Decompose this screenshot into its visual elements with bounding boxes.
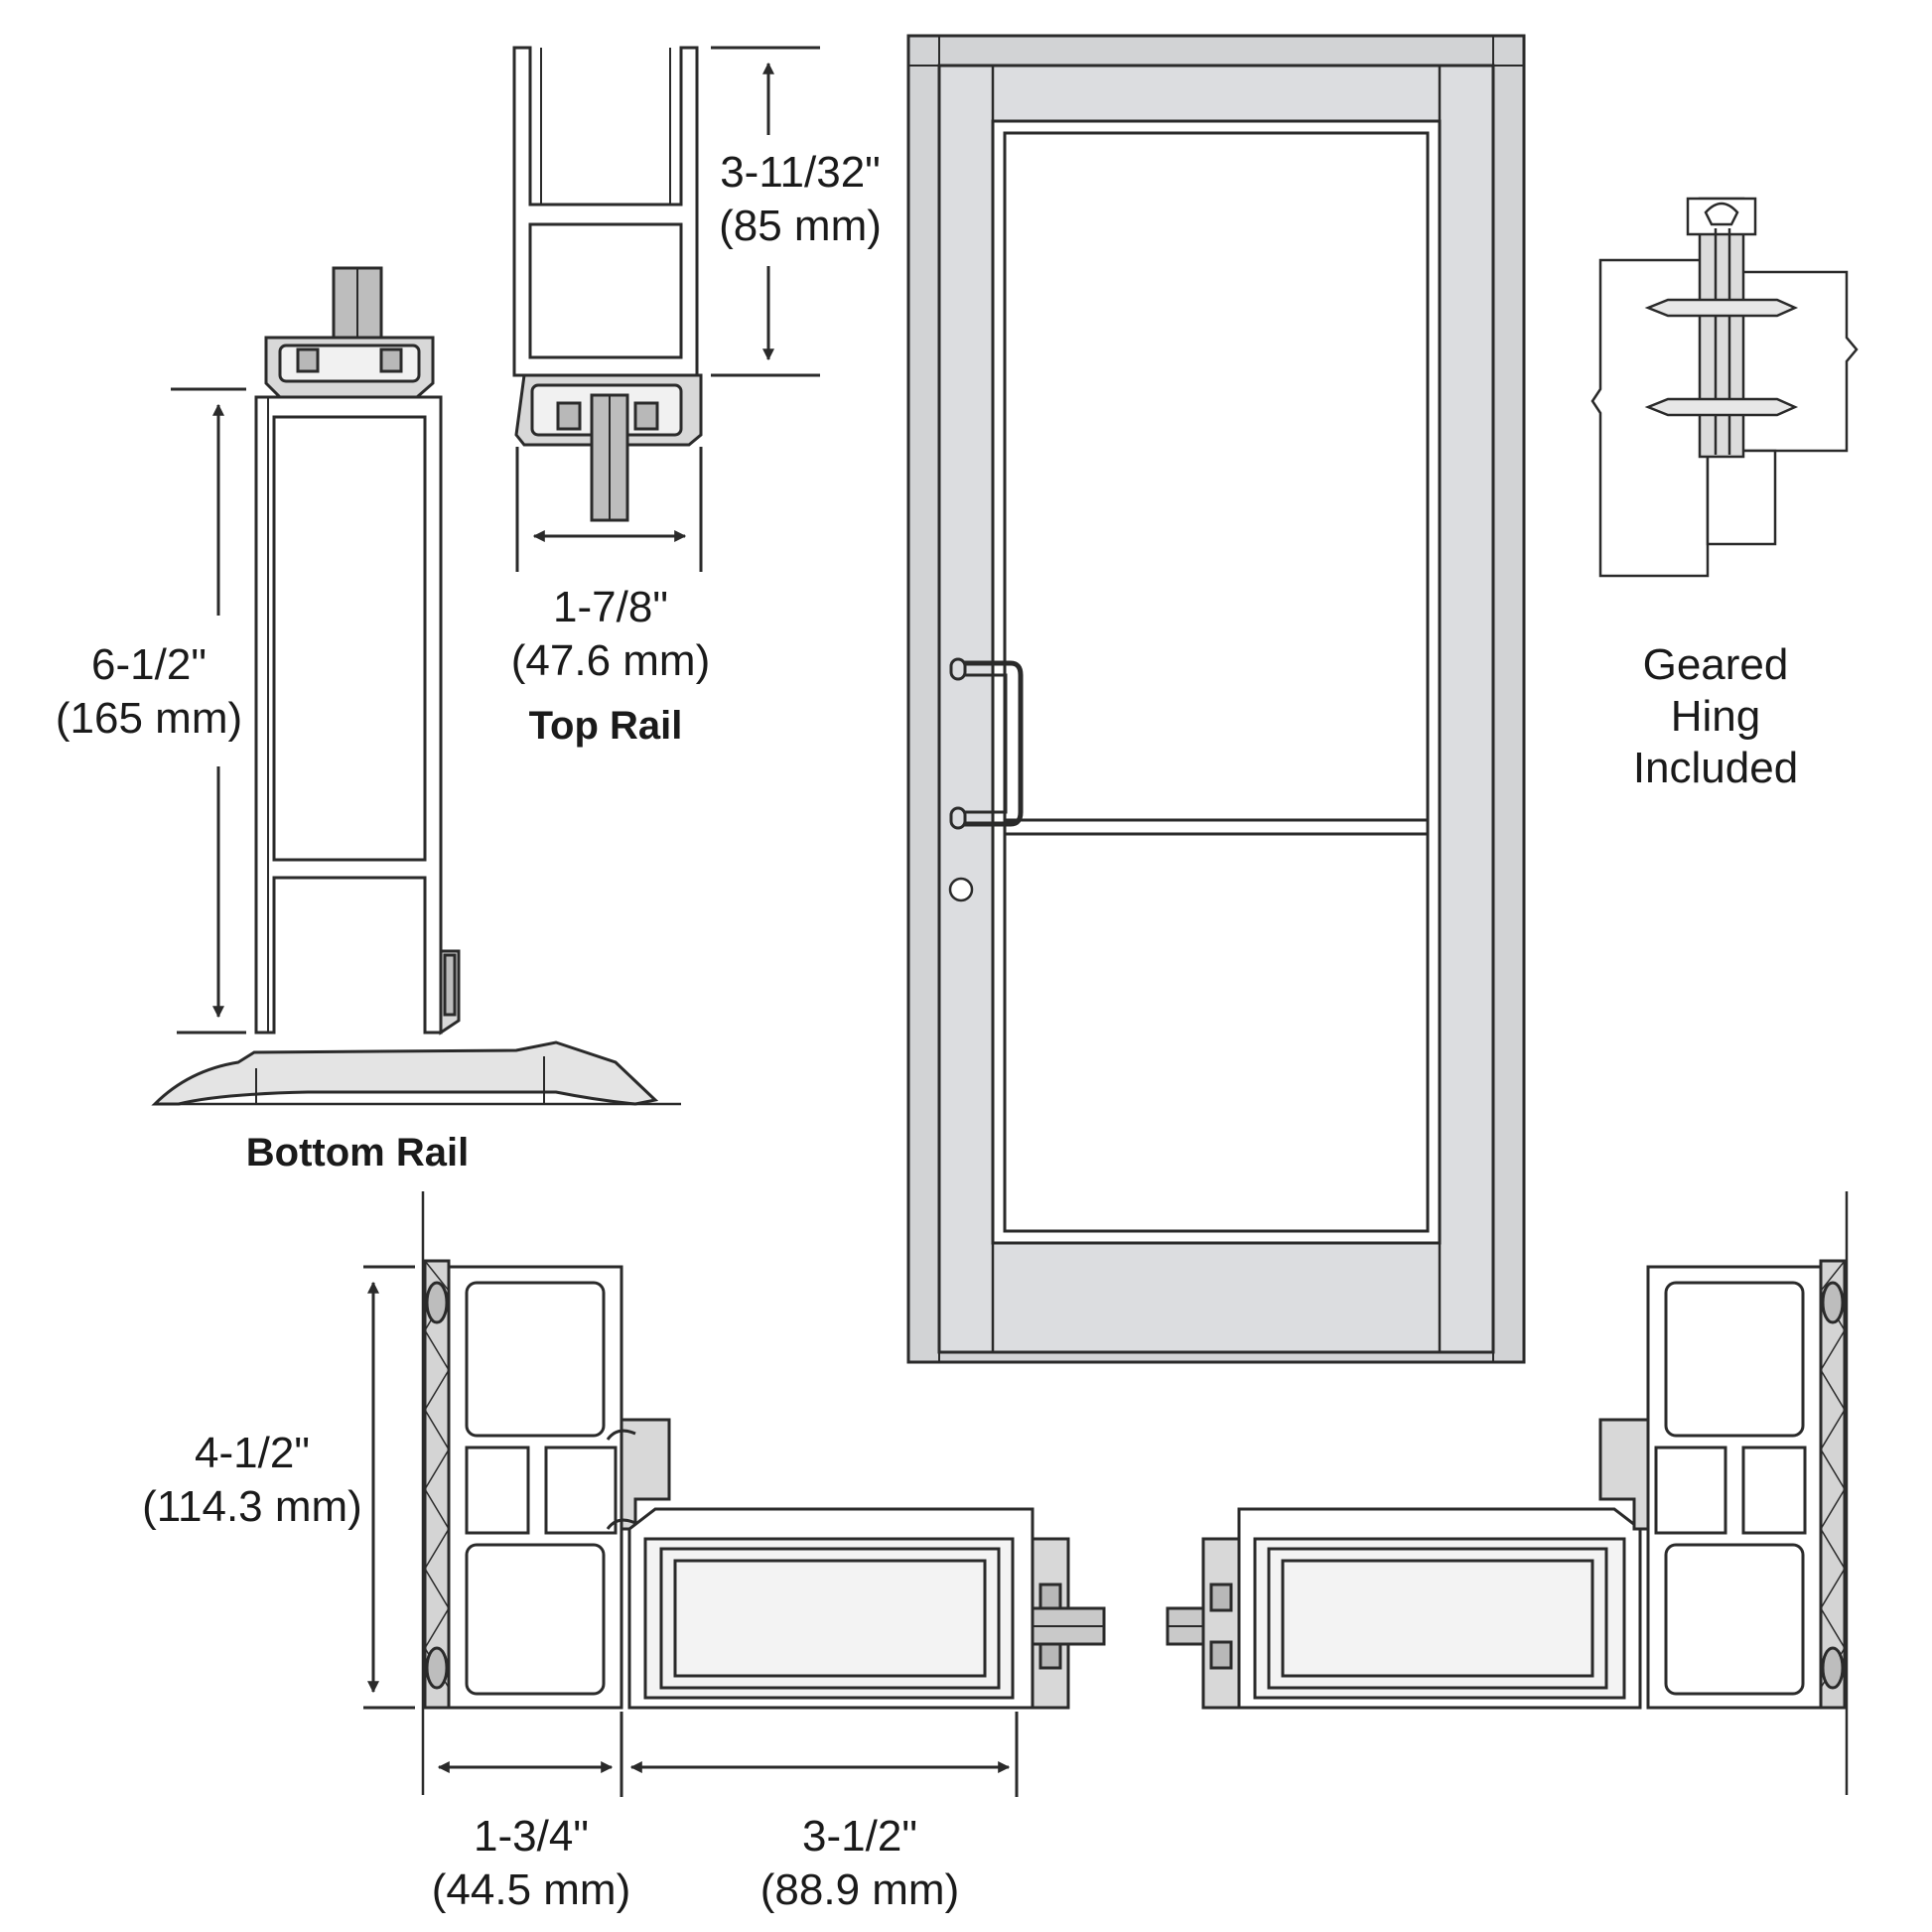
- frame-width-label: 1-3/4": [474, 1812, 589, 1861]
- lock-cylinder-icon: [948, 877, 974, 902]
- stile-depth-metric: (114.3 mm): [142, 1482, 362, 1531]
- hinge-caption-line1: Geared: [1643, 640, 1789, 689]
- plan-dimensions: [363, 1265, 1019, 1797]
- bottom-rail-caption: Bottom Rail: [246, 1131, 469, 1174]
- geared-hinge-section: [1590, 197, 1859, 578]
- bottom-rail-height-label: 6-1/2": [91, 640, 207, 689]
- bottom-rail-section: [151, 266, 681, 1106]
- bottom-rail-dimensions: [171, 387, 246, 1035]
- mid-rail: [1003, 818, 1430, 836]
- top-rail-dimensions: [515, 46, 820, 572]
- door-pull-handle-icon: [949, 657, 1024, 830]
- top-rail-caption: Top Rail: [529, 704, 683, 748]
- left-door-stile-section: [627, 1507, 1106, 1710]
- top-rail-height-metric: (85 mm): [719, 202, 882, 250]
- top-rail-section: [512, 46, 703, 522]
- glass-lite-inner: [1003, 131, 1430, 1233]
- stile-width-label: 3-1/2": [802, 1812, 917, 1861]
- top-rail-height-label: 3-11/32": [720, 148, 881, 197]
- right-door-stile-section: [1166, 1507, 1642, 1710]
- bottom-rail-height-metric: (165 mm): [56, 694, 242, 743]
- right-jamb-section: [1598, 1191, 1849, 1795]
- frame-width-metric: (44.5 mm): [432, 1865, 630, 1914]
- left-jamb-section: [421, 1191, 671, 1795]
- stile-depth-label: 4-1/2": [195, 1429, 310, 1477]
- door-elevation: [906, 34, 1526, 1364]
- stile-width-metric: (88.9 mm): [760, 1865, 959, 1914]
- hinge-caption-line2: Hing: [1671, 692, 1761, 741]
- top-rail-width-label: 1-7/8": [553, 583, 668, 631]
- hinge-caption-line3: Included: [1633, 744, 1798, 792]
- top-rail-width-metric: (47.6 mm): [511, 636, 710, 685]
